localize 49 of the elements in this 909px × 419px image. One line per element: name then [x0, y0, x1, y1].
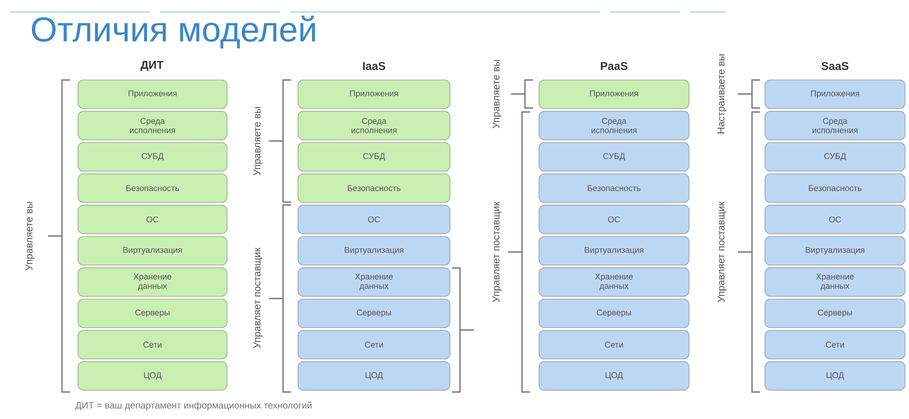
title: Отличия моделей [32, 16, 315, 48]
layer-box: ОС [538, 204, 690, 234]
layer-box: ЦОД [764, 361, 906, 391]
layer-box: СУБД [298, 142, 450, 172]
layer-box: Виртуализация [764, 236, 906, 266]
bracket-label: Управляет поставщик [718, 202, 726, 302]
layer-box: Серверы [78, 298, 228, 328]
layer-box: Приложения [298, 80, 450, 109]
layer-box: Приложения [764, 80, 906, 109]
layer-box: Безопасность [538, 174, 690, 203]
bracket-label: Управляете вы [492, 60, 502, 128]
layer-box: ОС [764, 204, 906, 234]
layer-box: Приложения [538, 80, 690, 109]
layer-box: ЦОД [78, 361, 228, 391]
layer-box: Хранение данных [764, 267, 906, 297]
layer-box: СУБД [538, 142, 690, 172]
bracket-label: Настраиваете вы [718, 54, 726, 134]
layer-box: Серверы [298, 298, 450, 328]
layer-box: Хранение данных [538, 267, 690, 297]
layer-box: Сети [538, 330, 690, 360]
layer-box: Среда исполнения [298, 110, 450, 140]
layer-box: Хранение данных [78, 267, 228, 297]
layer-box: Приложения [78, 80, 228, 109]
layer-box: Среда исполнения [764, 110, 906, 140]
layer-box: ОС [78, 204, 228, 234]
layer-box: Сети [78, 330, 228, 360]
layer-box: Среда исполнения [78, 110, 228, 140]
layer-box: Серверы [538, 298, 690, 328]
layer-box: ЦОД [298, 361, 450, 391]
layer-box: Виртуализация [78, 236, 228, 266]
layer-box: ЦОД [538, 361, 690, 391]
layer-box: ОС [298, 204, 450, 234]
bracket-label: Управляете вы [26, 202, 34, 270]
layer-box: Сети [298, 330, 450, 360]
layer-box: СУБД [78, 142, 228, 172]
layer-box: Хранение данных [298, 267, 450, 297]
layer-box: Виртуализация [538, 236, 690, 266]
footnote: ДИТ = ваш департамент информационных технологий [75, 402, 312, 410]
bracket-label: Управляете вы [254, 107, 262, 176]
bracket-label: Управляет поставщик [492, 202, 502, 302]
layer-box: СУБД [764, 142, 906, 172]
layer-box: Безопасность [764, 174, 906, 203]
layer-box: Безопасность [78, 174, 228, 203]
layer-box: Виртуализация [298, 236, 450, 266]
layer-box: Серверы [764, 298, 906, 328]
layer-box: Сети [764, 330, 906, 360]
bracket-label: Управляет поставщик [254, 248, 262, 348]
layer-box: Среда исполнения [538, 110, 690, 140]
layer-box: Безопасность [298, 174, 450, 203]
